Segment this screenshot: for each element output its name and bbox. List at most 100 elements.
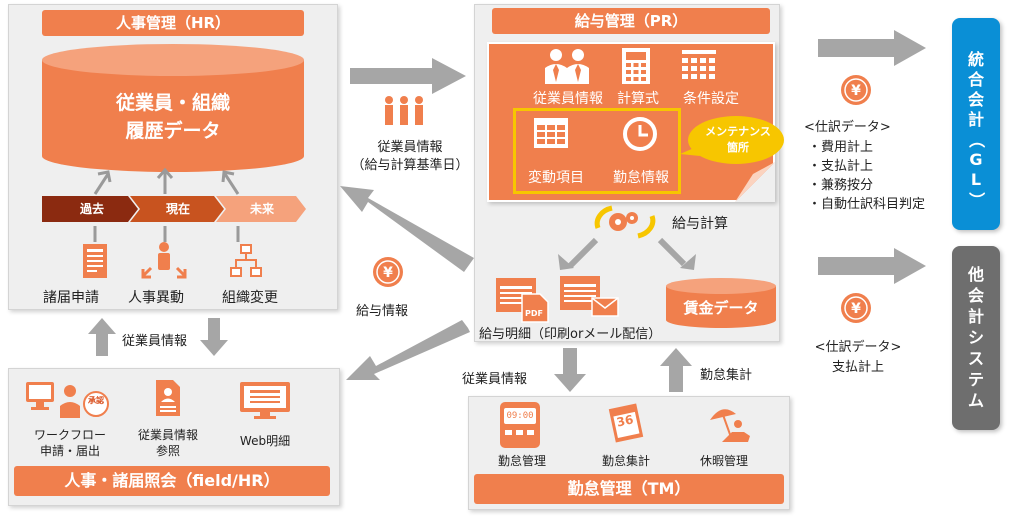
employee-profile-doc-icon (156, 380, 180, 416)
other-title-char: 他 (967, 265, 984, 284)
tm-item-attendance: 勤怠管理 (497, 454, 546, 468)
gl-title-char: L (970, 170, 982, 189)
gl-title-char: 会 (967, 90, 984, 109)
vacation-beach-icon (710, 409, 750, 442)
pr-item-conditions: 条件設定 (683, 91, 739, 107)
gl-title-char: 統 (967, 50, 984, 69)
calc-output-arrows (558, 237, 696, 270)
other-note-title: <仕訳データ> (814, 340, 902, 355)
gl-title-char: G (969, 150, 983, 169)
hr-title: 人事管理（HR） (42, 10, 304, 36)
hr-database-icon (42, 44, 304, 172)
arrow-pr-to-tm (554, 348, 586, 392)
payroll-calc-gears-icon (594, 205, 656, 239)
pr-title: 給与管理（PR） (492, 8, 770, 34)
arrow-pr-to-other (818, 248, 926, 284)
yen-coin-gl-icon: ¥ (841, 75, 871, 105)
field-item2-line1: 従業員情報 (137, 428, 198, 442)
arrow-tm-to-pr (660, 348, 692, 392)
pr-maint-attendance: 勤怠情報 (613, 170, 669, 186)
gl-note-item-expense: ・費用計上 (808, 140, 874, 155)
gl-title-char: （ (967, 131, 986, 148)
pr-calc-label: 給与計算 (672, 216, 728, 232)
calculator-icon (622, 48, 650, 84)
other-title-char: ス (967, 349, 984, 368)
svg-text:¥: ¥ (851, 83, 861, 99)
form-document-icon (83, 244, 107, 278)
flow-hr-to-pr-line1: 従業員情報 (377, 140, 443, 155)
org-chart-icon (230, 244, 262, 277)
other-system-box (952, 246, 1000, 430)
maintenance-callout-line1: メンテナンス (705, 125, 771, 138)
arrow-pr-to-gl (818, 30, 926, 66)
yen-coin-other-icon: ¥ (841, 293, 871, 323)
gl-title-char: 合 (967, 70, 984, 89)
svg-text:¥: ¥ (383, 265, 393, 281)
pr-maint-variable-items: 変動項目 (528, 170, 584, 186)
timeline-future: 未来 (249, 202, 274, 216)
other-title-char: 会 (967, 286, 984, 305)
pr-payslip-label: 給与明細（印刷orメール配信） (479, 327, 662, 342)
maintenance-callout-line2: 箇所 (727, 141, 749, 154)
maintenance-callout (680, 116, 784, 164)
field-item3: Web明細 (239, 434, 291, 448)
personnel-transfer-icon (141, 242, 187, 279)
pr-item-employee-info: 従業員情報 (533, 91, 603, 107)
field-item1-line1: ワークフロー (33, 428, 106, 442)
flow-hr-field-exchange: 従業員情報 (122, 334, 188, 349)
people-group-icon (385, 96, 423, 125)
hr-item-org-change: 組織変更 (222, 290, 278, 306)
wage-data-db-icon (666, 278, 776, 328)
svg-text:PDF: PDF (525, 309, 543, 318)
attendance-clock-icon (623, 117, 657, 151)
other-title-char: 計 (967, 307, 984, 326)
timeclock-icon (500, 402, 540, 448)
gl-box (952, 18, 1000, 230)
condition-grid-icon (682, 50, 716, 79)
variable-items-table-icon (534, 118, 568, 148)
other-note-item: 支払計上 (831, 360, 884, 375)
maintenance-highlight-box (513, 108, 681, 194)
hr-item-forms: 諸届申請 (43, 290, 99, 306)
field-title: 人事・諸届照会（field/HR） (14, 466, 330, 496)
approval-badge-icon: 承認 (88, 396, 104, 405)
payslip-pdf-icon: PDF (496, 278, 549, 323)
hr-up-arrows (93, 167, 240, 195)
hr-db-line1: 従業員・組織 (115, 92, 230, 114)
hr-timeline (42, 196, 306, 222)
tm-item-summary: 勤怠集計 (601, 454, 650, 468)
workflow-pc-user-icon (26, 382, 109, 418)
tm-item-leave: 休暇管理 (699, 454, 748, 468)
arrow-hr-to-pr (350, 58, 466, 94)
arrow-field-to-hr (88, 318, 116, 356)
payslip-mail-icon (560, 276, 619, 317)
flow-pr-to-hr: 給与情報 (356, 304, 409, 319)
arrow-hr-to-field (200, 318, 228, 356)
hr-item-transfer: 人事異動 (128, 290, 184, 306)
flow-hr-to-pr-line2: （給与計算基準日） (351, 158, 469, 173)
field-item2-line2: 参照 (155, 444, 180, 458)
arrow-pr-to-hr (340, 186, 474, 272)
hr-item-arrows (93, 226, 240, 242)
gl-title: 統 合 会 計 （ G L ） (952, 50, 1000, 210)
pr-block-fold (735, 162, 775, 202)
other-title-char: テ (967, 370, 984, 389)
timeline-past: 過去 (79, 202, 104, 216)
timeclock-display: 09:00 (506, 411, 534, 421)
arrow-pr-to-field (346, 320, 470, 380)
flow-pr-to-tm: 従業員情報 (462, 372, 528, 387)
other-title-char: シ (967, 328, 984, 347)
gl-title-char: ） (967, 191, 986, 208)
yen-coin-icon: ¥ (373, 257, 403, 287)
pr-item-formula: 計算式 (617, 91, 659, 107)
pr-wage-data: 賃金データ (683, 299, 759, 317)
tm-title: 勤怠管理（TM） (474, 474, 784, 504)
gl-note-item-auto-journal: ・自動仕訳科目判定 (808, 197, 926, 212)
gl-note-item-allocation: ・兼務按分 (808, 178, 874, 193)
other-system-title: 他 会 計 シ ス テ ム (952, 264, 1000, 411)
timeline-present: 現在 (165, 202, 190, 216)
hr-db-line2: 履歴データ (125, 120, 221, 142)
gl-note-title: <仕訳データ> (804, 120, 891, 135)
svg-text:¥: ¥ (851, 301, 861, 317)
